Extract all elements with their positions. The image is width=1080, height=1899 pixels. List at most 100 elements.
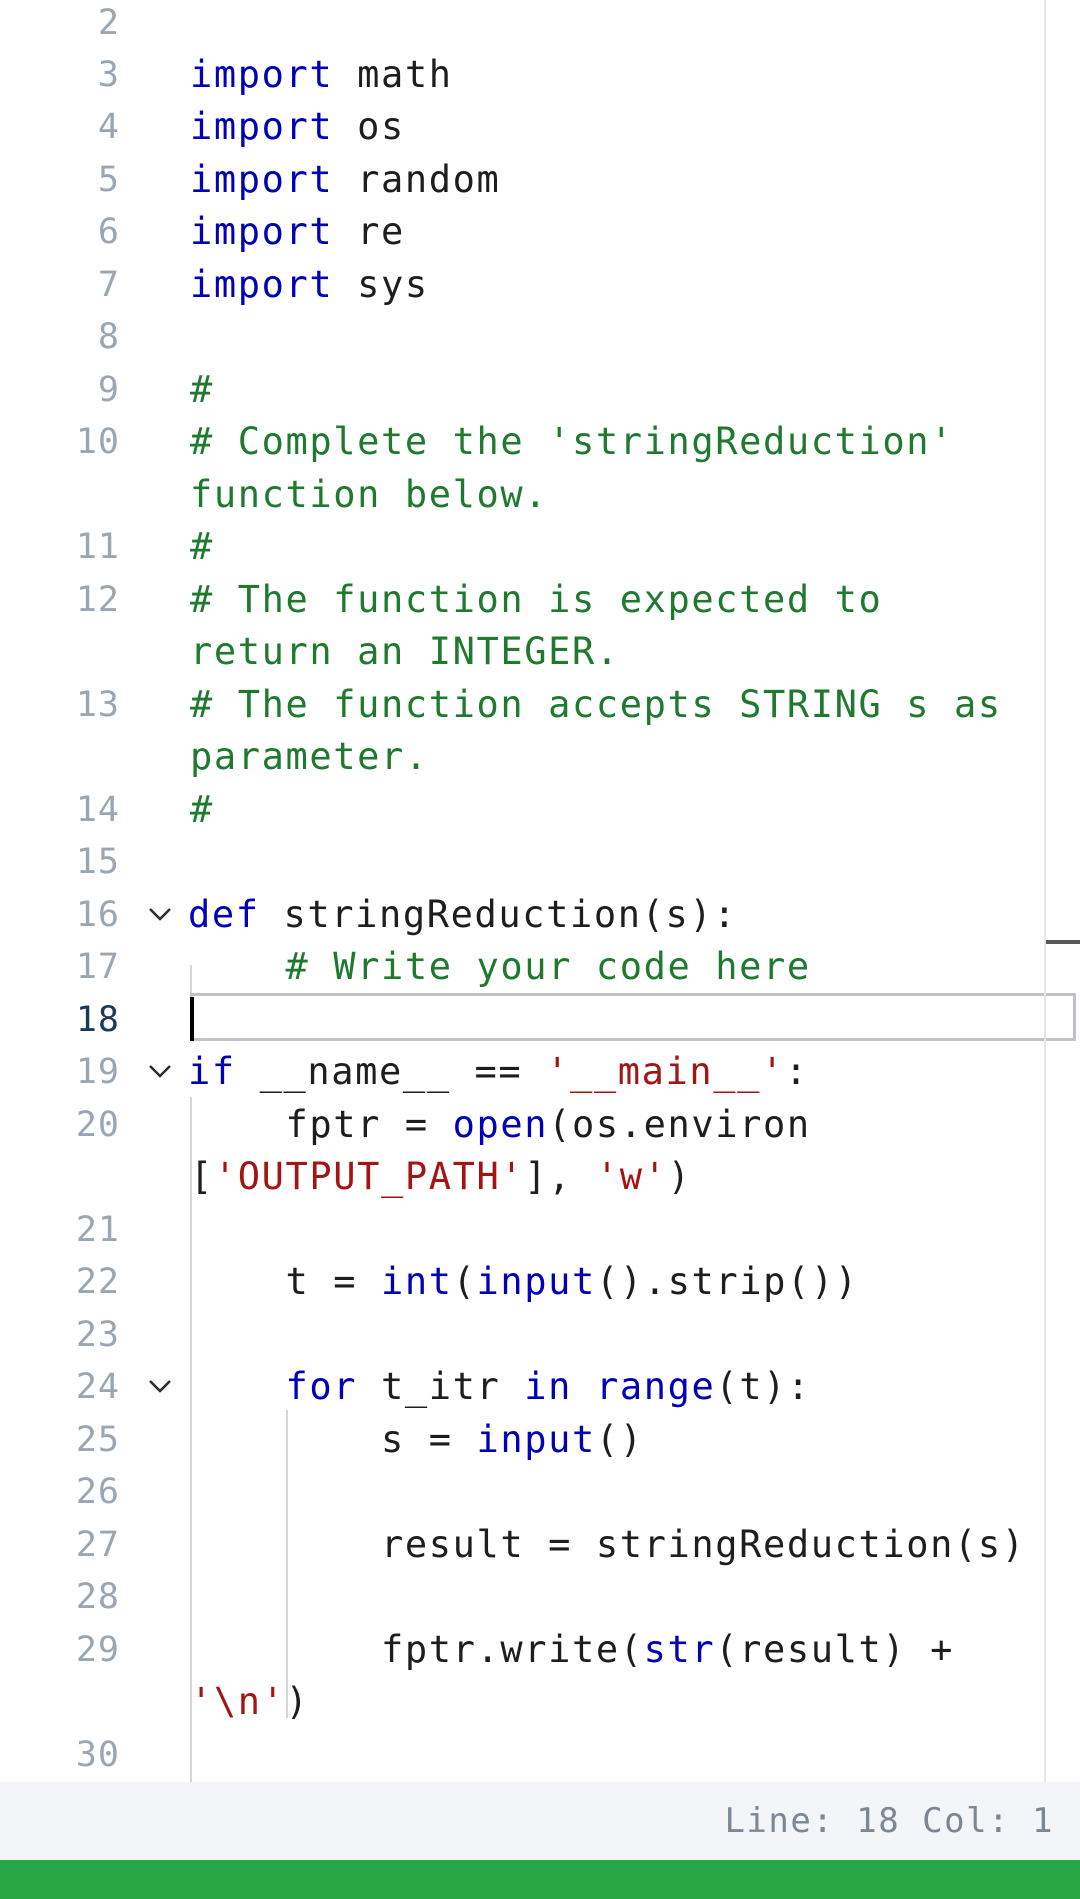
- code-line: 28: [0, 1571, 1080, 1623]
- code-fragment: sys: [333, 263, 429, 306]
- keyword: import: [190, 210, 334, 253]
- line-number: 11: [75, 527, 120, 567]
- code-line: 15: [0, 836, 1080, 888]
- code-line: 6 import re: [0, 206, 1080, 258]
- comment: function below.: [190, 473, 549, 516]
- code-text: '\n'): [190, 1676, 309, 1728]
- code-fragment: (t):: [715, 1365, 811, 1408]
- comment: # The function is expected to: [190, 578, 883, 621]
- code-line-wrap: return an INTEGER.: [0, 626, 1080, 678]
- line-number: 20: [75, 1105, 120, 1145]
- code-text: import sys: [190, 259, 429, 311]
- scrollbar-thumb[interactable]: [1046, 940, 1080, 944]
- fold-chevron-icon[interactable]: [147, 1373, 173, 1399]
- code-line: 4 import os: [0, 101, 1080, 153]
- keyword: if: [188, 1050, 236, 1093]
- code-fragment: [: [190, 1155, 214, 1198]
- code-fragment: ],: [524, 1155, 596, 1198]
- code-fragment: math: [333, 53, 453, 96]
- code-text: import os: [190, 101, 405, 153]
- line-number: 3: [97, 55, 120, 95]
- keyword: import: [190, 158, 334, 201]
- code-fragment: os: [333, 105, 405, 148]
- keyword: import: [190, 105, 334, 148]
- line-number: 7: [97, 265, 120, 305]
- code-line: 16 def stringReduction(s):: [0, 889, 1080, 941]
- line-number: 4: [97, 107, 120, 147]
- code-line: 21: [0, 1204, 1080, 1256]
- builtin-function: input: [476, 1418, 596, 1461]
- comment: # The function accepts STRING s as: [190, 683, 1002, 726]
- code-fragment: s =: [190, 1418, 477, 1461]
- comment: #: [190, 368, 214, 411]
- code-line: 23: [0, 1309, 1080, 1361]
- code-line: 3 import math: [0, 49, 1080, 101]
- line-number: 24: [75, 1367, 120, 1407]
- line-number: 28: [75, 1577, 120, 1617]
- cursor-position: Line: 18 Col: 1: [724, 1801, 1054, 1841]
- code-text: import re: [190, 206, 405, 258]
- line-number: 16: [75, 895, 120, 935]
- code-fragment: t =: [190, 1260, 382, 1303]
- code-fragment: stringReduction(s):: [259, 893, 738, 936]
- code-text: for t_itr in range(t):: [190, 1361, 811, 1413]
- code-line-wrap: ['OUTPUT_PATH'], 'w'): [0, 1151, 1080, 1203]
- line-number: 5: [97, 160, 120, 200]
- code-fragment: (result) +: [715, 1628, 955, 1671]
- line-number: 22: [75, 1262, 120, 1302]
- line-number: 27: [75, 1525, 120, 1565]
- bottom-accent-bar: [0, 1860, 1080, 1899]
- keyword: in: [524, 1365, 573, 1408]
- comment: parameter.: [190, 735, 429, 778]
- code-editor[interactable]: 2 3 import math 4 import os 5 import ran…: [0, 0, 1080, 1782]
- line-number: 8: [97, 317, 120, 357]
- code-fragment: (): [595, 1418, 644, 1461]
- builtin-function: open: [452, 1103, 549, 1146]
- code-line: 26: [0, 1466, 1080, 1518]
- code-line: 19 if __name__ == '__main__':: [0, 1046, 1080, 1098]
- fold-chevron-icon[interactable]: [147, 1058, 173, 1084]
- keyword: import: [190, 53, 334, 96]
- code-line-wrap: function below.: [0, 469, 1080, 521]
- code-line: 22 t = int(input().strip()): [0, 1256, 1080, 1308]
- editor-right-border: [1044, 0, 1046, 1782]
- code-line: 13 # The function accepts STRING s as: [0, 679, 1080, 731]
- line-number: 2: [97, 3, 120, 43]
- line-number: 12: [75, 580, 120, 620]
- fold-chevron-icon[interactable]: [147, 901, 173, 927]
- code-fragment: (os.environ: [548, 1103, 811, 1146]
- builtin-function: range: [595, 1365, 716, 1408]
- editor-status-bar: Line: 18 Col: 1: [0, 1782, 1080, 1860]
- string-literal: '__main__': [546, 1050, 785, 1093]
- code-line-current[interactable]: 18: [0, 994, 1080, 1046]
- code-line: 30: [0, 1729, 1080, 1781]
- code-line: 10 # Complete the 'stringReduction': [0, 416, 1080, 468]
- comment: # Complete the 'stringReduction': [190, 420, 955, 463]
- keyword: for: [285, 1365, 358, 1408]
- code-line: 2: [0, 0, 1080, 49]
- line-number: 14: [75, 790, 120, 830]
- line-number: 13: [75, 685, 120, 725]
- indent-guide: [190, 965, 192, 995]
- comment: #: [190, 788, 214, 831]
- code-text: def stringReduction(s):: [188, 889, 737, 941]
- line-number: 19: [75, 1052, 120, 1092]
- line-number: 23: [75, 1315, 120, 1355]
- code-fragment: fptr.write(: [190, 1628, 644, 1671]
- code-text: import random: [190, 154, 500, 206]
- line-number: 15: [75, 842, 120, 882]
- keyword: def: [188, 893, 260, 936]
- code-fragment: fptr =: [190, 1103, 453, 1146]
- builtin-function: int: [381, 1260, 453, 1303]
- code-line: 17 # Write your code here: [0, 941, 1080, 993]
- code-line: 24 for t_itr in range(t):: [0, 1361, 1080, 1413]
- code-fragment: [572, 1365, 596, 1408]
- code-fragment: (: [452, 1260, 477, 1303]
- line-number: 30: [75, 1735, 120, 1775]
- line-number: 21: [75, 1210, 120, 1250]
- code-line: 8: [0, 311, 1080, 363]
- code-text: ['OUTPUT_PATH'], 'w'): [190, 1151, 691, 1203]
- code-line: 5 import random: [0, 154, 1080, 206]
- line-number: 29: [75, 1630, 120, 1670]
- comment: #: [190, 525, 214, 568]
